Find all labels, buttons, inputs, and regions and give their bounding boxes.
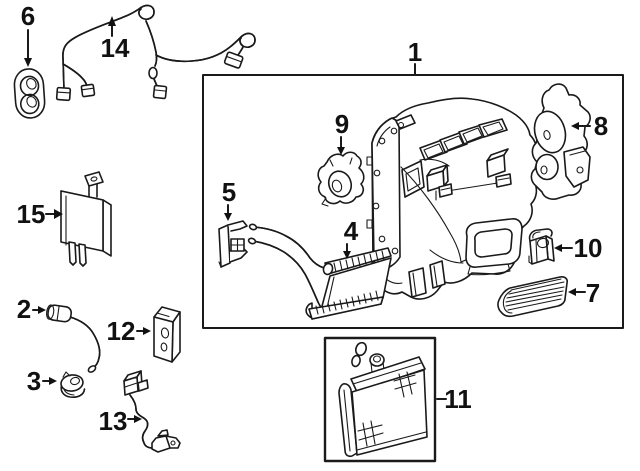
callout-1-label: 1 <box>408 37 422 67</box>
callout-13: 13 <box>99 406 142 436</box>
callout-11: 11 <box>436 384 472 414</box>
harness-connector <box>80 83 96 98</box>
callout-2-label: 2 <box>17 294 31 324</box>
callout-8-label: 8 <box>594 111 608 141</box>
callout-13-arrow-head <box>134 415 142 423</box>
harness-connector <box>223 51 244 69</box>
callout-2-arrow-head <box>38 306 46 314</box>
callout-2: 2 <box>17 294 46 324</box>
callout-13-label: 13 <box>99 406 128 436</box>
part-6-grommet-drawing <box>13 68 46 119</box>
callout-10-arrow-head <box>554 244 562 252</box>
callout-6: 6 <box>21 1 35 67</box>
part-15-amplifier-module-drawing <box>60 171 112 267</box>
callout-11-label: 11 <box>444 384 472 414</box>
part-3-grommet-cap-drawing <box>60 371 86 398</box>
callout-6-label: 6 <box>21 1 35 31</box>
callout-9-label: 9 <box>335 109 349 139</box>
callout-3: 3 <box>27 366 57 396</box>
part-8-servo-motor-drawing <box>530 83 591 200</box>
callout-15-arrow-head <box>54 209 63 219</box>
part-14-wiring-harness-drawing <box>55 4 256 102</box>
callout-1: 1 <box>408 37 422 76</box>
callout-14: 14 <box>101 16 130 63</box>
callout-9: 9 <box>335 109 349 155</box>
callout-12: 12 <box>107 316 151 346</box>
callout-10: 10 <box>554 233 602 263</box>
part-7-grille-drawing <box>497 276 568 318</box>
callout-3-label: 3 <box>27 366 41 396</box>
part-13-wire-pigtail-drawing <box>123 370 181 453</box>
callout-3-arrow-head <box>49 377 57 385</box>
callout-5-arrow-head <box>224 213 232 221</box>
callout-15: 15 <box>17 199 63 229</box>
part-5-clamp-bracket-drawing <box>218 220 248 268</box>
callout-8: 8 <box>571 111 608 141</box>
part-10-bracket-drawing <box>528 228 555 265</box>
part-2-hose-drawing <box>46 304 101 373</box>
part-1-hvac-case-drawing <box>366 97 539 300</box>
callout-6-arrow-head <box>24 58 32 67</box>
callout-15-label: 15 <box>17 199 46 229</box>
harness-connector <box>55 86 72 102</box>
callout-9-arrow-head <box>337 147 345 155</box>
part-12-expansion-valve-drawing <box>153 306 181 363</box>
callout-10-label: 10 <box>574 233 603 263</box>
evaporator-group-box <box>323 336 437 463</box>
assembly-group-box <box>202 74 624 329</box>
part-4-heater-core-drawing <box>247 223 392 320</box>
callout-7: 7 <box>568 278 600 308</box>
callout-8-arrow-head <box>571 122 579 130</box>
callout-5-label: 5 <box>222 177 236 207</box>
callout-7-arrow-head <box>568 288 576 296</box>
callout-12-arrow-head <box>143 327 151 335</box>
callout-4: 4 <box>343 216 359 259</box>
part-11-evaporator-core-drawing <box>338 341 428 458</box>
callout-4-arrow-head <box>343 251 351 259</box>
callout-14-arrow-head <box>108 16 116 26</box>
harness-connector <box>152 84 168 100</box>
part-9-servo-motor-drawing <box>317 151 365 207</box>
callout-12-label: 12 <box>107 316 136 346</box>
callout-14-label: 14 <box>101 33 130 63</box>
callout-4-label: 4 <box>344 216 359 246</box>
callout-5: 5 <box>222 177 236 221</box>
callout-7-label: 7 <box>586 278 600 308</box>
